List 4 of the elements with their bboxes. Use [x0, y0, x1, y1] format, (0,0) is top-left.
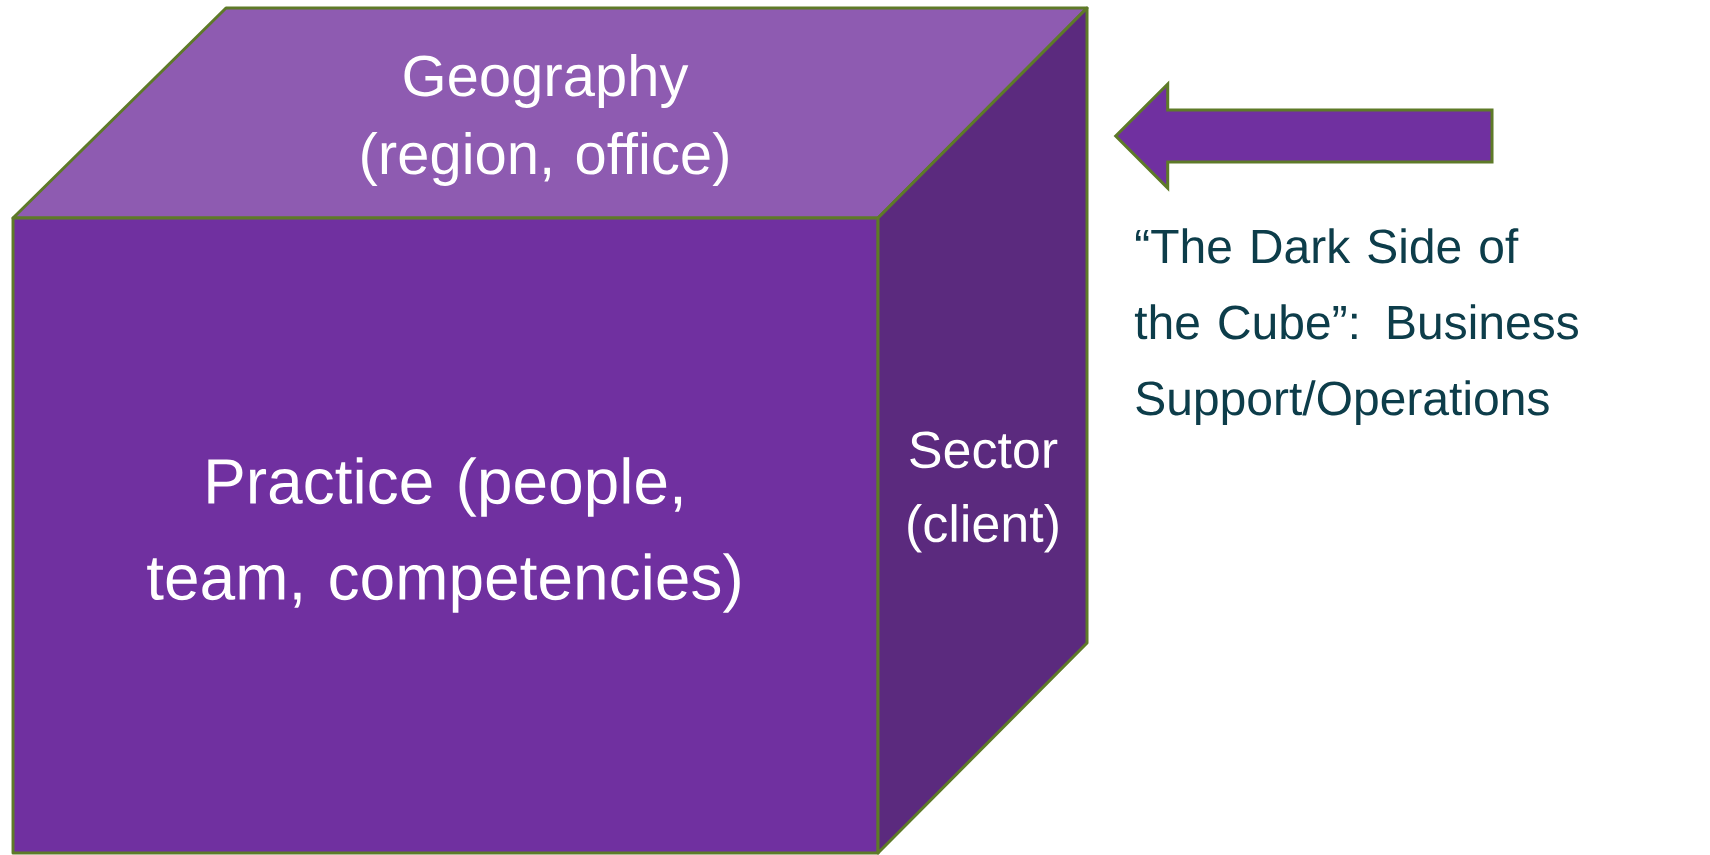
front-face: Practice (people, team, competencies) — [11, 216, 880, 855]
caption-text: “The Dark Side of the Cube”: Business Support/Operations — [1134, 228, 1578, 425]
side-face: Sector (client) — [876, 6, 1089, 855]
top-face: Geography (region, office) — [11, 6, 1089, 220]
